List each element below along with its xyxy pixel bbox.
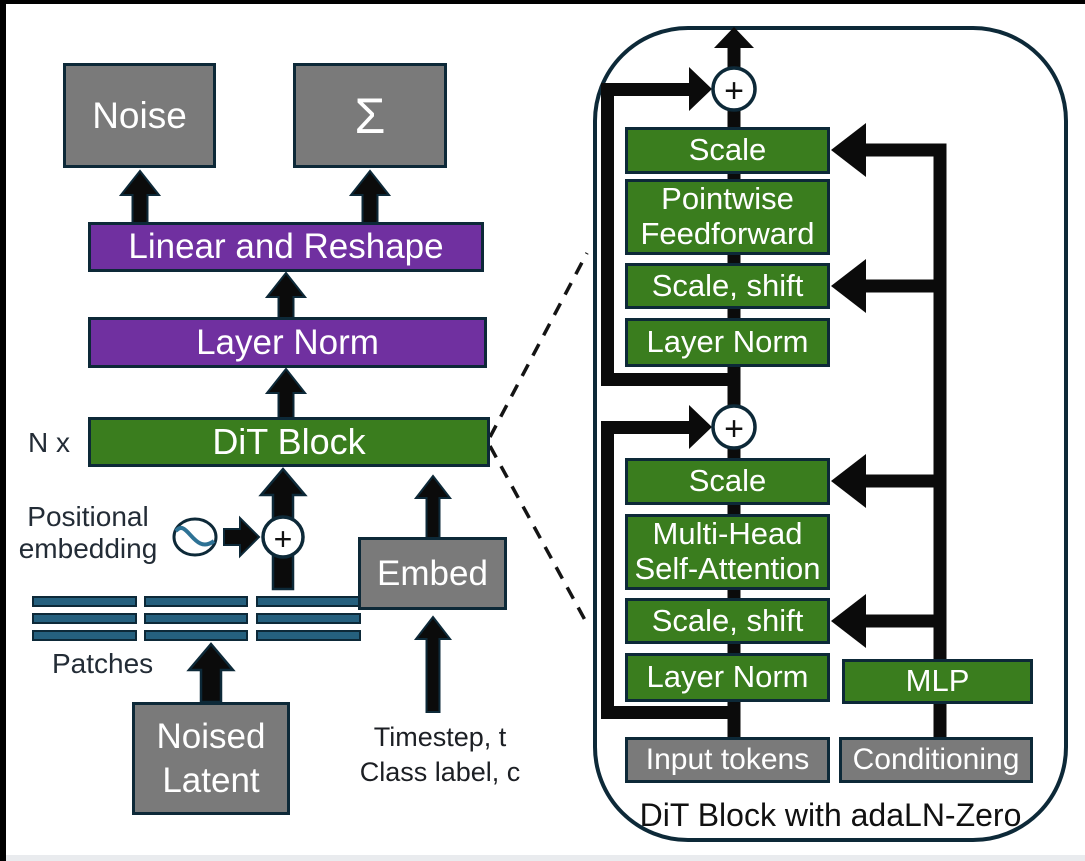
patch-bar — [32, 630, 137, 641]
layer-norm-top-label: Layer Norm — [646, 324, 809, 360]
conditioning-inputs-label: Timestep, t Class label, c — [348, 720, 532, 790]
scale-bottom-label: Scale — [688, 463, 767, 499]
patches-label: Patches — [52, 648, 154, 679]
embed-box: Embed — [358, 537, 507, 610]
scale-shift-top-box: Scale, shift — [625, 263, 830, 309]
dit-block-label: DiT Block — [212, 420, 366, 462]
n-multiplier-label: N x — [28, 427, 70, 458]
positional-embedding-label: Positional embedding — [18, 501, 158, 565]
multi-head-self-attention-label: Multi-Head Self-Attention — [634, 516, 821, 586]
layer-norm-bottom-label: Layer Norm — [646, 659, 809, 695]
class-label: Class label, c — [359, 757, 521, 788]
sigma-output-box: Σ — [293, 63, 447, 168]
scale-top-box: Scale — [625, 127, 830, 174]
scale-top-label: Scale — [688, 132, 767, 168]
scale-bottom-box: Scale — [625, 458, 830, 505]
panel-caption: DiT Block with adaLN-Zero — [639, 797, 1022, 833]
noised-latent-label: Noised Latent — [156, 716, 266, 800]
layer-norm-bottom-box: Layer Norm — [625, 653, 830, 702]
dit-block-box: DiT Block — [88, 417, 490, 467]
noised-latent-box: Noised Latent — [132, 702, 290, 815]
patch-bar — [144, 613, 248, 624]
multi-head-self-attention-box: Multi-Head Self-Attention — [625, 514, 830, 590]
scale-shift-top-label: Scale, shift — [651, 267, 804, 303]
patch-bar — [32, 596, 137, 607]
patch-bar — [256, 630, 361, 641]
patch-bar — [144, 630, 248, 641]
layer-norm-left-label: Layer Norm — [196, 322, 379, 362]
pointwise-feedforward-label: Pointwise Feedforward — [640, 181, 815, 251]
layer-norm-top-box: Layer Norm — [625, 318, 830, 367]
linear-reshape-box: Linear and Reshape — [88, 222, 484, 272]
noise-label: Noise — [92, 94, 187, 136]
patch-bar — [32, 613, 137, 624]
patch-bar — [144, 596, 248, 607]
slide-bottom-strip — [6, 855, 1085, 861]
conditioning-label: Conditioning — [852, 743, 1020, 777]
mlp-label: MLP — [905, 663, 970, 699]
scale-shift-bottom-label: Scale, shift — [651, 602, 804, 638]
linear-reshape-label: Linear and Reshape — [128, 227, 444, 267]
scale-shift-bottom-box: Scale, shift — [625, 598, 830, 644]
conditioning-box: Conditioning — [839, 737, 1033, 783]
sigma-label: Σ — [354, 87, 386, 144]
dit-block-detail-panel — [593, 26, 1068, 842]
mlp-box: MLP — [842, 659, 1033, 704]
input-tokens-box: Input tokens — [625, 737, 830, 783]
patch-bar — [256, 613, 361, 624]
patch-bar — [256, 596, 361, 607]
noise-output-box: Noise — [63, 63, 216, 168]
pointwise-feedforward-box: Pointwise Feedforward — [625, 179, 830, 255]
layer-norm-left-box: Layer Norm — [88, 317, 487, 368]
timestep-label: Timestep, t — [373, 722, 507, 752]
embed-label: Embed — [377, 553, 488, 593]
input-tokens-label: Input tokens — [645, 743, 810, 777]
